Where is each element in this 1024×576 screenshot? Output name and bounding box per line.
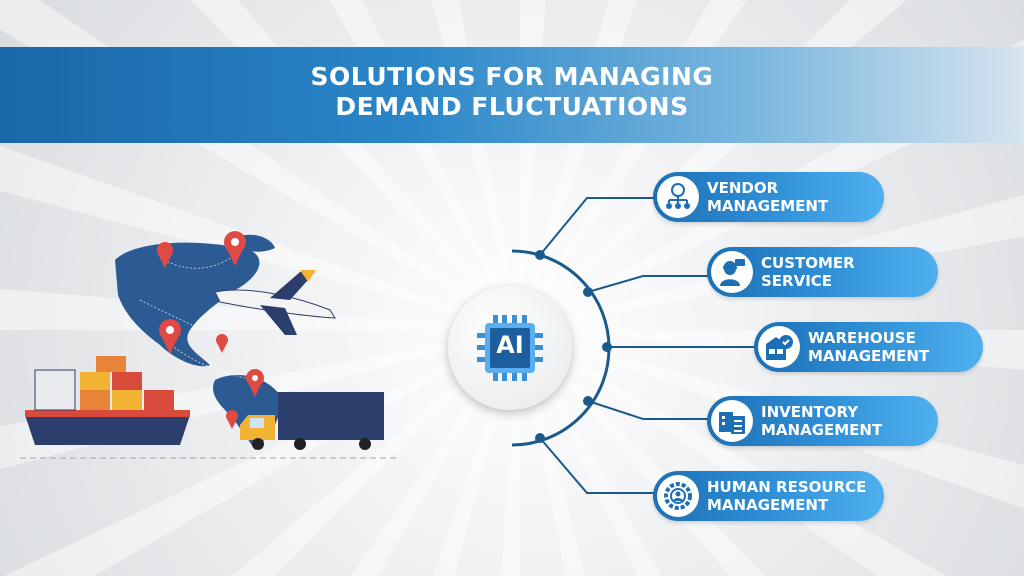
airplane-icon [214,270,336,335]
background-ray [520,330,662,576]
solution-title: INVENTORY [761,403,859,421]
solution-subtitle: SERVICE [761,272,833,290]
solution-subtitle: MANAGEMENT [761,421,883,439]
background-ray [232,330,520,576]
cargo-ship-icon [25,356,190,445]
background-ray [520,0,907,330]
solution-title: CUSTOMER [761,254,855,272]
solution-subtitle: MANAGEMENT [707,197,829,215]
solution-subtitle: MANAGEMENT [808,347,930,365]
background-ray [520,0,637,330]
connector-nodes [535,250,612,443]
ai-label: AI [496,331,524,359]
warehouse-icon [766,335,793,360]
title-line-1: SOLUTIONS FOR MANAGING [310,62,714,91]
header-banner [0,47,1024,143]
customer-support-icon [720,259,745,286]
solution-title: HUMAN RESOURCE [707,478,867,496]
ai-chip-icon [477,315,543,381]
solution-title: VENDOR [707,179,779,197]
inventory-clipboard-icon [719,412,745,434]
solution-title: WAREHOUSE [808,329,916,347]
background-ray [4,330,521,576]
ai-hub: AI [448,286,572,410]
vendor-network-icon [666,183,690,209]
hr-gear-icon [664,482,692,510]
title-line-2: DEMAND FLUCTUATIONS [335,92,689,121]
solution-subtitle: MANAGEMENT [707,496,829,514]
truck-icon [240,392,384,450]
page-title: SOLUTIONS FOR MANAGING DEMAND FLUCTUATIO… [0,62,1024,122]
logistics-illustration [20,231,400,459]
